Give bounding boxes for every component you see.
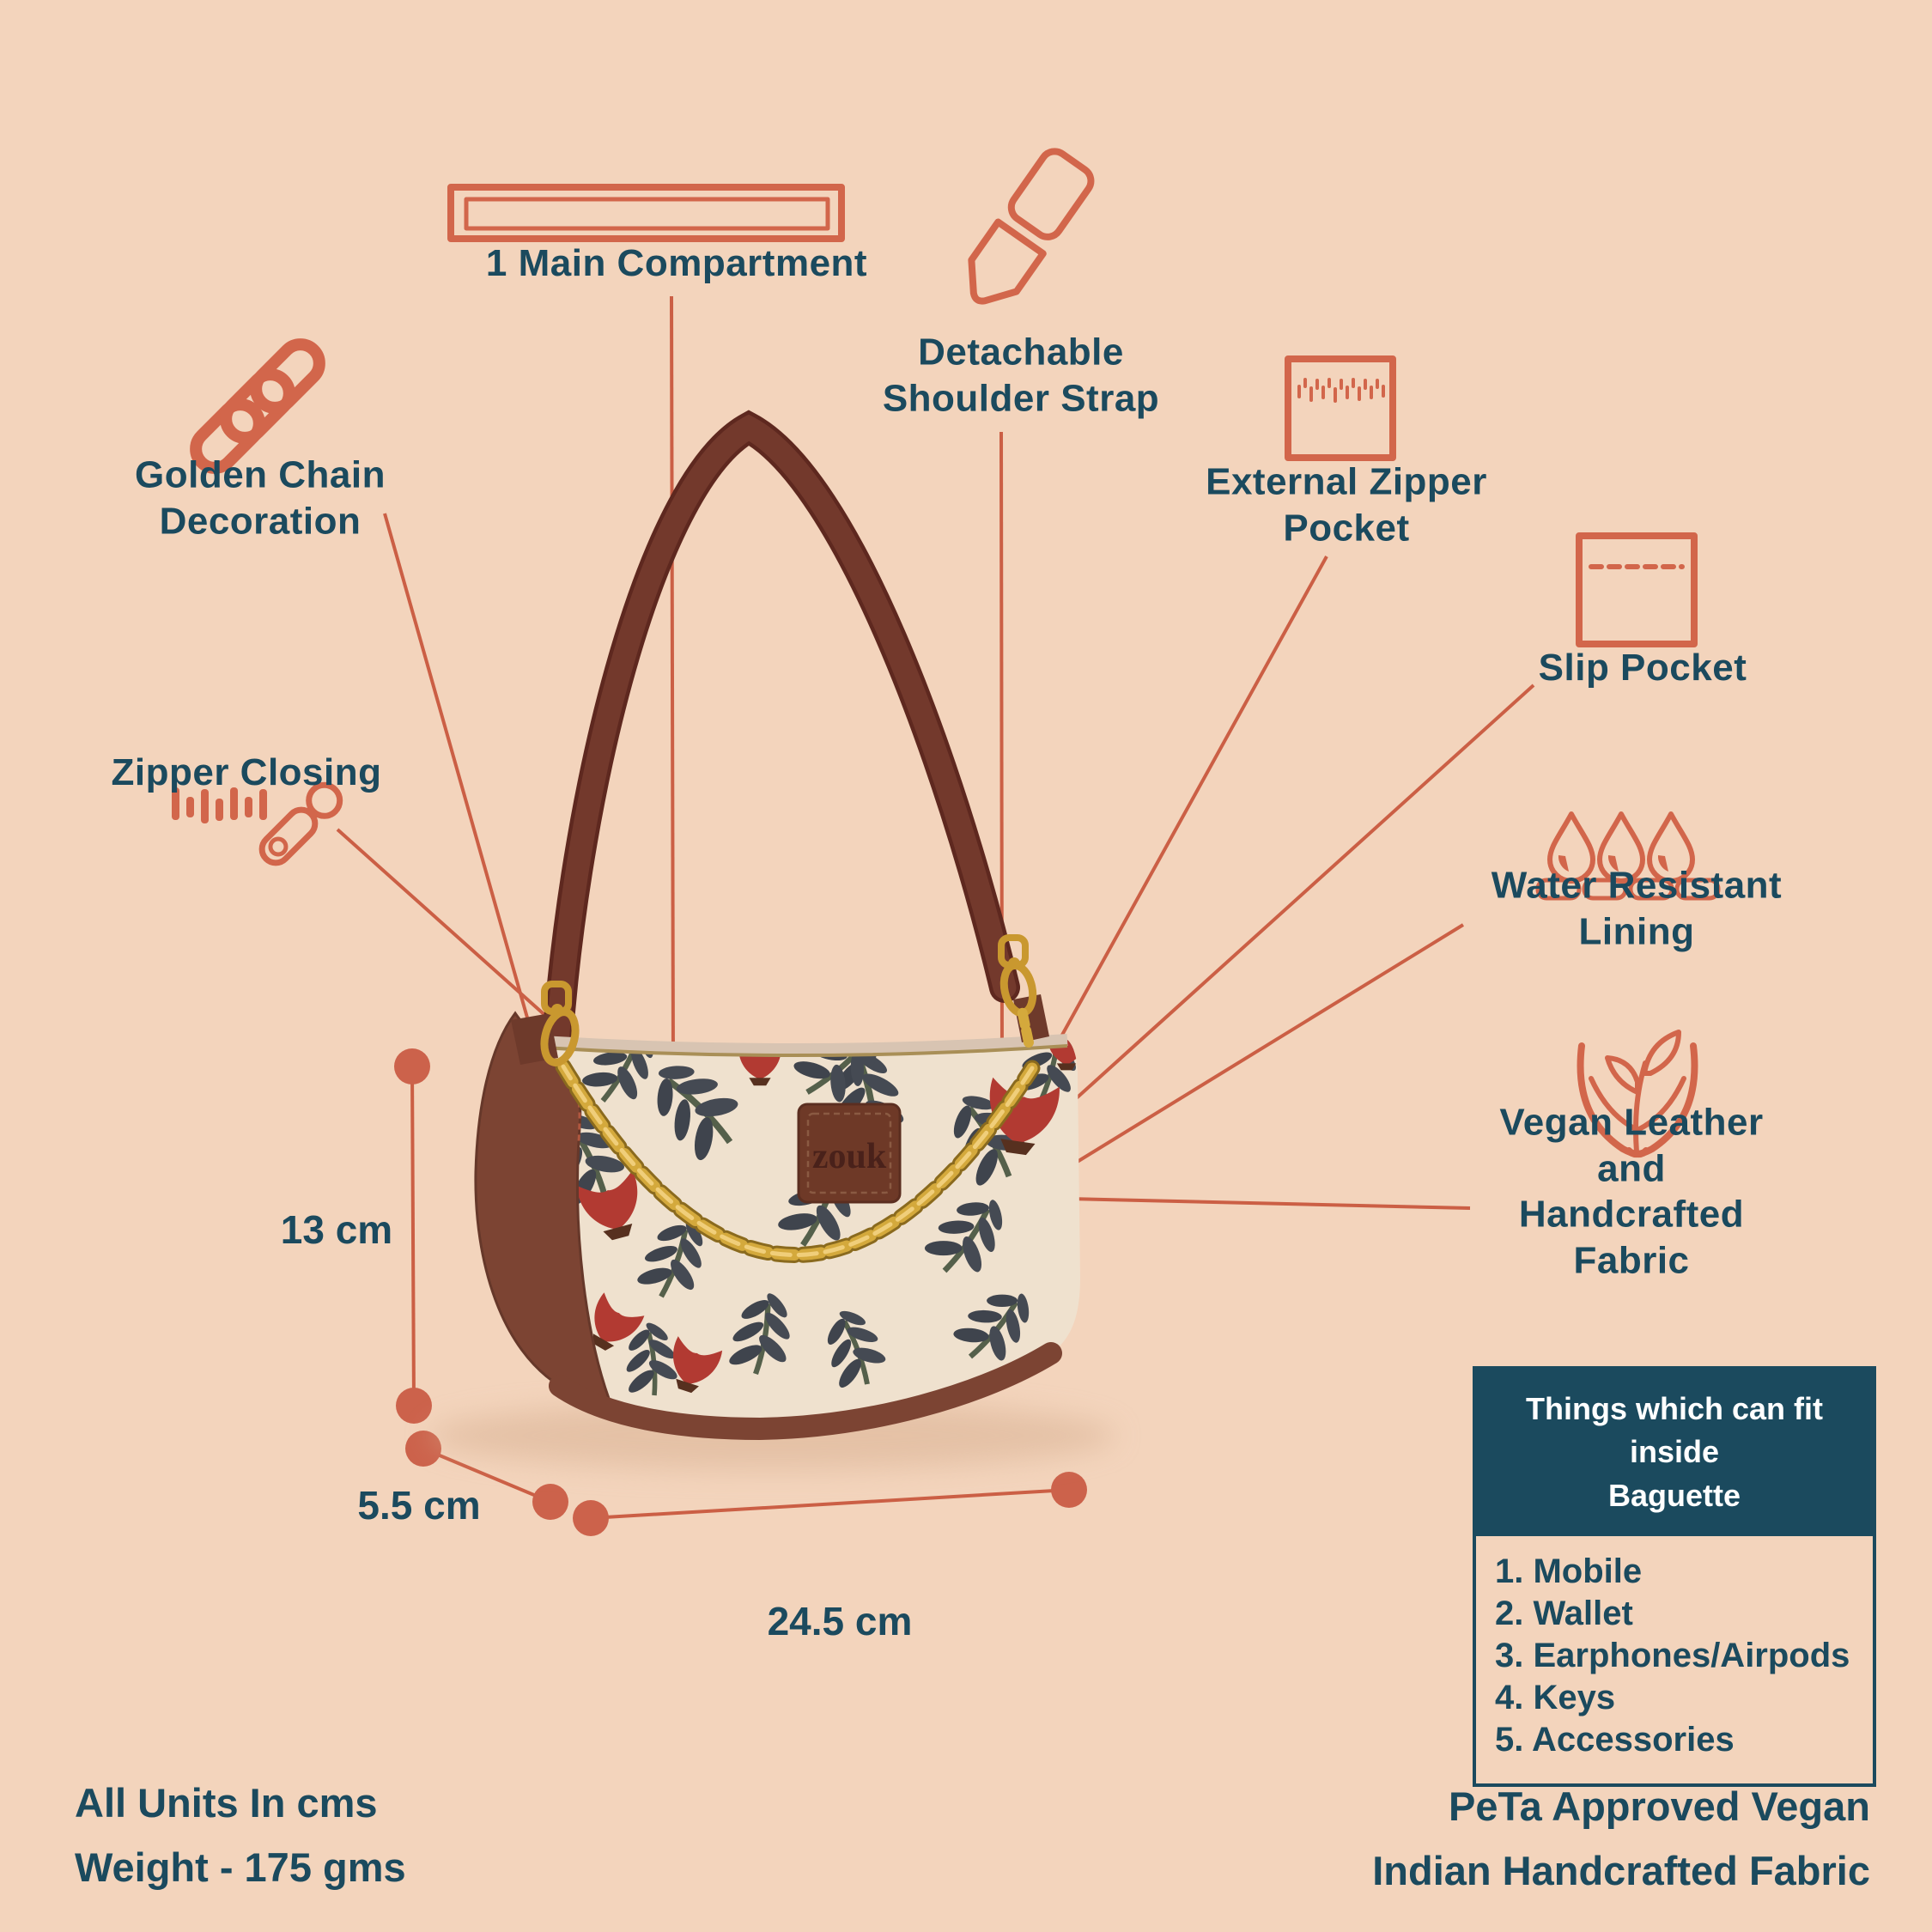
bag-strap: [545, 414, 1017, 1055]
list-item: 1. Mobile: [1495, 1552, 1643, 1591]
brand-label: zouk: [812, 1137, 887, 1176]
zipper-closing-label: Zipper Closing: [111, 751, 382, 794]
depth-line-dot-right: [532, 1484, 568, 1520]
height-line: [410, 1066, 416, 1406]
detachable-strap-label: Detachable Shoulder Strap: [882, 331, 1160, 419]
width-line: [590, 1488, 1070, 1520]
height-line-dot-top: [394, 1048, 430, 1084]
brand-patch: zouk: [797, 1103, 902, 1204]
slip-pocket-label: Slip Pocket: [1538, 647, 1747, 690]
list-item: 3. Earphones/Airpods: [1495, 1637, 1850, 1675]
vegan-leather-line: [1066, 1197, 1471, 1210]
dimension-depth: 5.5 cm: [357, 1483, 481, 1528]
main-compartment-label: 1 Main Compartment: [485, 242, 868, 285]
units-note: All Units In cms: [75, 1780, 378, 1826]
left-clasp: [540, 981, 580, 1066]
width-line-dot-right: [1051, 1472, 1087, 1508]
bag-zipper-teeth: [542, 1044, 1068, 1058]
slip-pocket-line: [1043, 683, 1535, 1128]
fit-inside-box-title: Things which can fit inside Baguette: [1475, 1369, 1874, 1537]
list-item: 2. Wallet: [1495, 1595, 1633, 1633]
list-item: 5. Accessories: [1495, 1721, 1735, 1759]
width-line-dot-left: [573, 1500, 609, 1536]
bag-chain-highlight: [561, 1064, 1035, 1257]
callout-lines: [336, 295, 1535, 1210]
height-line-dot-bottom: [396, 1388, 432, 1424]
golden-chain-icon: [190, 338, 325, 474]
dimension-lines: [394, 1048, 1087, 1536]
detachable-strap-icon: [968, 148, 1095, 305]
bag-zipper-tape: [540, 1034, 1068, 1056]
main-compartment-line: [670, 295, 675, 1067]
zipper-closing-icon: [172, 781, 343, 866]
slip-pocket-icon: [1576, 532, 1698, 647]
water-resistant-icon: [1535, 811, 1721, 901]
vegan-leather-hands-icon: [1577, 1030, 1698, 1157]
main-compartment-icon: [447, 184, 845, 242]
fit-inside-box: Things which can fit inside Baguette 1. …: [1473, 1366, 1876, 1788]
peta-note: PeTa Approved Vegan: [1448, 1783, 1870, 1829]
footer-right: PeTa Approved Vegan Indian Handcrafted F…: [1372, 1774, 1870, 1903]
water-resistant-label: Water Resistant Lining: [1491, 864, 1783, 952]
right-clasp: [998, 934, 1037, 1048]
bag-photo: zouk: [429, 410, 1116, 1470]
fit-inside-list: 1. Mobile 2. Wallet 3. Earphones/Airpods…: [1476, 1535, 1873, 1783]
external-zipper-line: [1042, 556, 1328, 1070]
water-resistant-line: [1059, 923, 1465, 1174]
external-zipper-pocket-icon: [1285, 355, 1396, 461]
external-zipper-label: External Zipper Pocket: [1206, 460, 1487, 549]
golden-chain-label: Golden Chain Decoration: [135, 453, 386, 542]
depth-line: [422, 1447, 551, 1504]
dimension-width: 24.5 cm: [767, 1599, 913, 1643]
vegan-leather-label: Vegan Leather and Handcrafted Fabric: [1499, 1101, 1764, 1282]
fabric-note: Indian Handcrafted Fabric: [1372, 1848, 1870, 1893]
list-item: 4. Keys: [1495, 1679, 1616, 1717]
golden-chain-line: [383, 513, 538, 1052]
weight-note: Weight - 175 gms: [75, 1844, 406, 1890]
bag-bottom-piping: [549, 1342, 1062, 1441]
footer-left: All Units In cms Weight - 175 gms: [75, 1771, 406, 1899]
dimension-height: 13 cm: [280, 1207, 393, 1252]
